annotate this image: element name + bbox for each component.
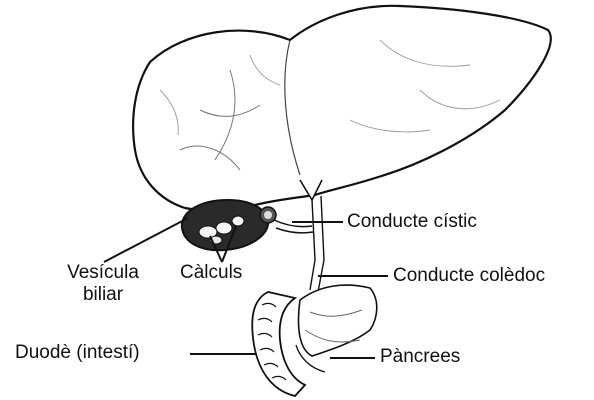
label-vesicula-line1: Vesícula (62, 262, 144, 284)
liver (133, 6, 551, 210)
leader-gallbladder (104, 218, 188, 262)
label-conducte-coledoc: Conducte colèdoc (393, 265, 545, 287)
label-conducte-cistic: Conducte cístic (347, 211, 477, 233)
label-calculs: Càlculs (180, 262, 242, 284)
label-pancrees: Pàncrees (380, 346, 460, 368)
label-vesicula-biliar: Vesícula biliar (62, 262, 144, 306)
duodenum (252, 292, 305, 396)
label-vesicula-line2: biliar (62, 284, 144, 306)
label-duode: Duodè (intestí) (15, 342, 140, 364)
